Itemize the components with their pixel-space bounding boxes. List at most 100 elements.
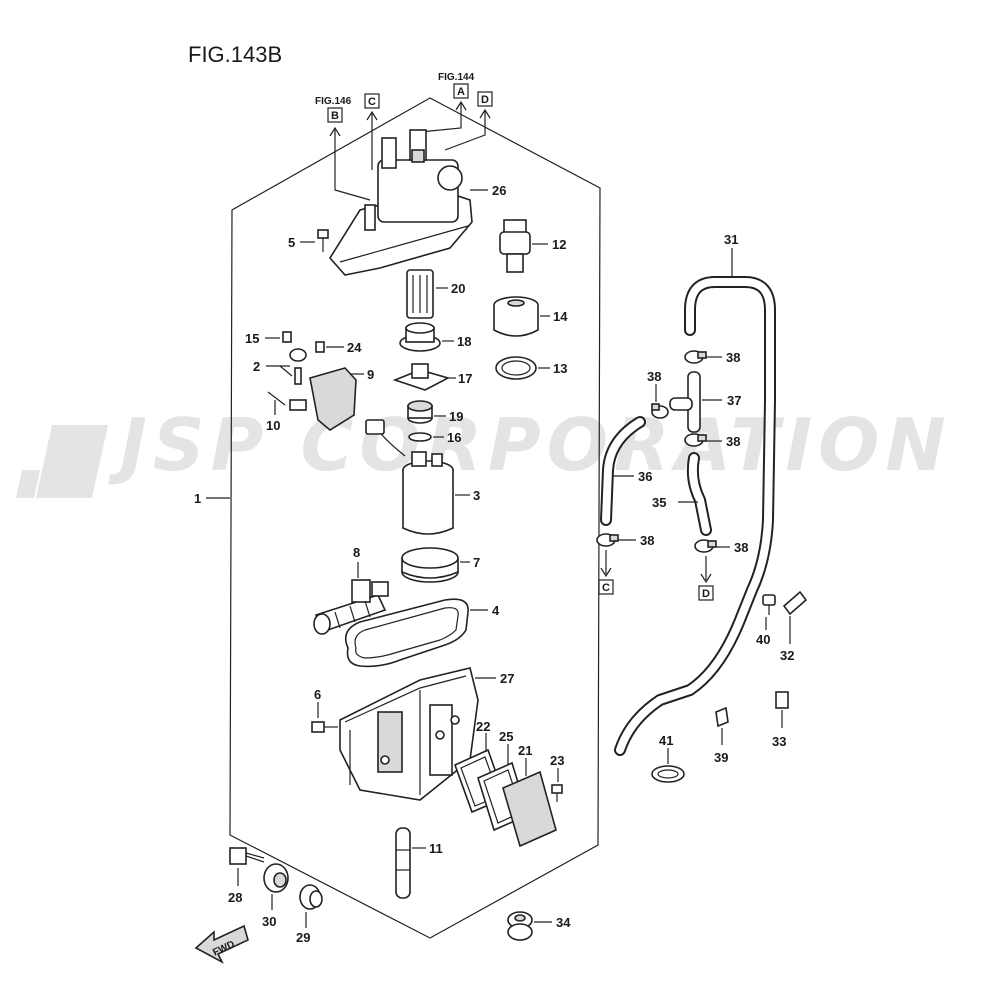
callout-24: 24: [347, 340, 362, 355]
callout-2: 2: [253, 359, 260, 374]
part-26-top-cover: [329, 129, 473, 276]
ref-arrow-d: [700, 556, 712, 584]
callout-25: 25: [499, 729, 513, 744]
part-3-fuel-pump: [365, 419, 454, 535]
watermark-text: JSP CORPORATION: [108, 403, 952, 487]
watermark-logo-icon: [16, 425, 108, 498]
part-19-seal: [407, 400, 433, 424]
fwd-arrow-icon: [194, 924, 249, 964]
ref-box-a-label: A: [457, 86, 465, 98]
callout-9: 9: [367, 367, 374, 382]
part-33-clamp: [775, 691, 789, 709]
part-39-clip: [715, 706, 729, 728]
callout-23: 23: [550, 753, 564, 768]
part-10-harness: [267, 391, 307, 411]
part-38-clip-5: [694, 539, 717, 553]
part-15-screw: [282, 331, 292, 343]
part-41-clamp: [651, 765, 685, 783]
figure-title: FIG.143B: [188, 42, 282, 67]
callout-16: 16: [447, 430, 461, 445]
assembly-outline: [229, 97, 601, 939]
callout-17: 17: [458, 371, 472, 386]
ref-box-d-top-label: D: [481, 94, 489, 106]
callout-39: 39: [714, 750, 728, 765]
part-23-screw: [551, 784, 563, 802]
ref-box-b: [327, 107, 343, 123]
callout-10: 10: [266, 418, 280, 433]
callout-38-d: 38: [640, 533, 654, 548]
ref-arrows: [329, 100, 491, 201]
callout-19: 19: [449, 409, 463, 424]
ref-box-c-bottom: [598, 579, 614, 595]
part-31-hose: [614, 276, 776, 756]
part-6-bolt: [311, 721, 338, 733]
callout-36: 36: [638, 469, 652, 484]
callout-27: 27: [500, 671, 514, 686]
part-40-screw: [762, 594, 776, 615]
part-34-grommet: [507, 911, 533, 941]
callout-31: 31: [724, 232, 738, 247]
callout-3: 3: [473, 488, 480, 503]
callout-34: 34: [556, 915, 571, 930]
callout-26: 26: [492, 183, 506, 198]
part-37-joint: [669, 371, 701, 433]
callout-37: 37: [727, 393, 741, 408]
callout-11: 11: [429, 841, 443, 856]
ref-arrow-c: [600, 550, 612, 578]
watermark: JSP CORPORATION: [16, 403, 952, 498]
part-9-cover: [309, 367, 357, 431]
callout-35: 35: [652, 495, 666, 510]
part-17-bracket: [392, 363, 451, 391]
callout-4: 4: [492, 603, 500, 618]
ref-box-d-bottom-label: D: [702, 588, 710, 600]
callout-14: 14: [553, 309, 568, 324]
part-30-grommet: [263, 863, 289, 893]
part-8-strainer: [313, 579, 389, 635]
callout-29: 29: [296, 930, 310, 945]
ref-box-d-top: [477, 91, 493, 107]
ref-box-c-top: [364, 93, 380, 109]
callout-18: 18: [457, 334, 471, 349]
part-20-filter: [406, 269, 434, 319]
callout-40: 40: [756, 632, 770, 647]
callout-30: 30: [262, 914, 276, 929]
part-32-clamp: [782, 590, 808, 616]
part-12-regulator: [499, 219, 531, 273]
callout-28: 28: [228, 890, 242, 905]
ref-box-c-top-label: C: [368, 96, 376, 108]
part-28-bolt: [229, 847, 265, 865]
callout-38-a: 38: [726, 350, 740, 365]
part-18-holder: [399, 322, 441, 352]
callout-6: 6: [314, 687, 321, 702]
ref-box-c-bottom-label: C: [602, 582, 610, 594]
callout-1: 1: [194, 491, 201, 506]
callout-38-e: 38: [734, 540, 748, 555]
callout-12: 12: [552, 237, 566, 252]
callout-38-b: 38: [647, 369, 661, 384]
part-38-clip-4: [596, 533, 619, 547]
callout-33: 33: [772, 734, 786, 749]
callout-41: 41: [659, 733, 673, 748]
part-38-clip-1: [684, 350, 707, 364]
callout-32: 32: [780, 648, 794, 663]
ref-box-b-label: B: [331, 110, 339, 122]
callout-5: 5: [288, 235, 295, 250]
part-24-screw: [315, 341, 325, 353]
part-2-grommet: [289, 348, 307, 385]
part-36-hose: [600, 416, 646, 526]
ref-box-d-bottom: [698, 585, 714, 601]
callout-7: 7: [473, 555, 480, 570]
callout-15: 15: [245, 331, 259, 346]
callout-38-c: 38: [726, 434, 740, 449]
callout-21: 21: [518, 743, 532, 758]
part-27-lower-case: [339, 667, 479, 801]
part-38-clip-3: [684, 433, 707, 447]
part-5-screw: [317, 229, 329, 252]
callout-13: 13: [553, 361, 567, 376]
part-21-cover: [502, 770, 557, 848]
ref-fig146: FIG.146: [315, 96, 352, 107]
callout-20: 20: [451, 281, 465, 296]
callout-8: 8: [353, 545, 360, 560]
part-38-clip-2: [651, 403, 669, 419]
